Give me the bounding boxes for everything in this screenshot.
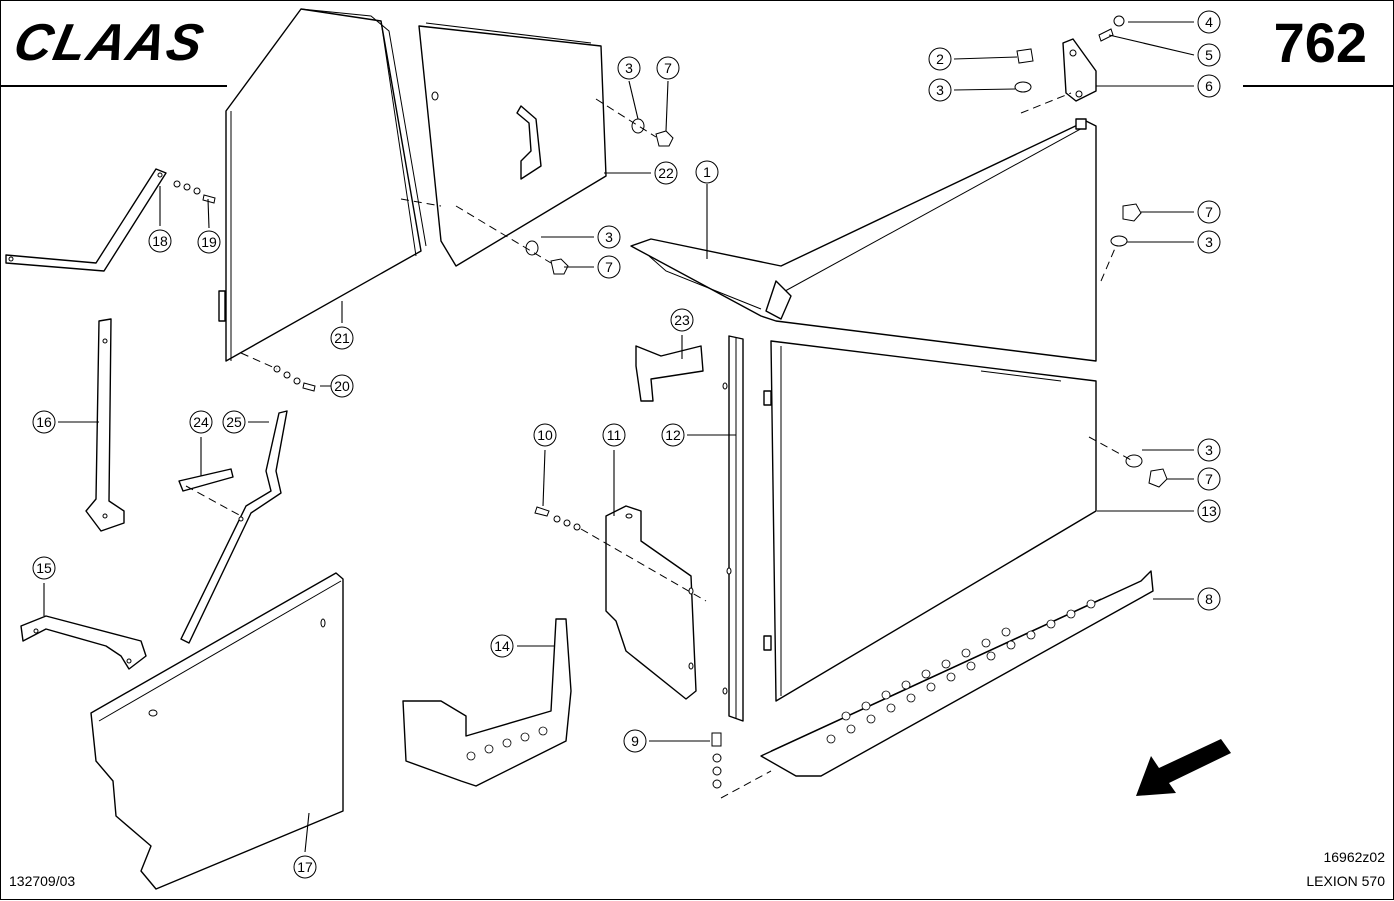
svg-text:4: 4: [1205, 14, 1213, 30]
svg-text:16: 16: [36, 414, 52, 430]
callout-15: 15: [32, 556, 56, 580]
svg-text:12: 12: [665, 427, 681, 443]
callout-13: 13: [1197, 499, 1221, 523]
callout-3: 3: [1197, 438, 1221, 462]
part-6-bracket: [1062, 38, 1097, 102]
callout-3: 3: [617, 56, 641, 80]
page-number: 762: [1273, 11, 1367, 74]
callout-7: 7: [1197, 467, 1221, 491]
svg-text:17: 17: [297, 859, 313, 875]
svg-text:7: 7: [1205, 204, 1213, 220]
svg-text:24: 24: [193, 414, 209, 430]
part-22-panel: [418, 22, 607, 267]
callout-19: 19: [197, 230, 221, 254]
svg-text:3: 3: [1205, 442, 1213, 458]
svg-text:10: 10: [537, 427, 553, 443]
svg-text:3: 3: [1205, 234, 1213, 250]
callout-14: 14: [490, 634, 514, 658]
svg-text:7: 7: [605, 259, 613, 275]
part-12-profile: [722, 335, 744, 722]
callout-22: 22: [654, 161, 678, 185]
callout-17: 17: [293, 855, 317, 879]
callout-25: 25: [222, 410, 246, 434]
svg-text:1: 1: [703, 164, 711, 180]
svg-text:18: 18: [152, 233, 168, 249]
footer-drawing-code: 16962z02: [1323, 849, 1385, 865]
svg-text:3: 3: [605, 229, 613, 245]
callout-12: 12: [661, 423, 685, 447]
svg-text:7: 7: [1205, 471, 1213, 487]
svg-text:2: 2: [936, 51, 944, 67]
part-21-panel: [218, 8, 427, 362]
svg-text:19: 19: [201, 234, 217, 250]
svg-text:3: 3: [625, 60, 633, 76]
svg-text:5: 5: [1205, 47, 1213, 63]
part-11-plate: [605, 505, 697, 700]
arrow-down-left-icon: [1136, 739, 1231, 796]
part-1-cover: [630, 118, 1097, 362]
fastener-hardware: [173, 15, 1168, 789]
svg-text:3: 3: [936, 82, 944, 98]
header-rule-left: [1, 85, 227, 87]
svg-text:21: 21: [334, 330, 350, 346]
header-rule-right: [1243, 85, 1394, 87]
callout-7: 7: [597, 255, 621, 279]
callout-8: 8: [1197, 587, 1221, 611]
callout-6: 6: [1197, 74, 1221, 98]
footer-left-code: 132709/03: [9, 873, 76, 889]
callout-1: 1: [695, 160, 719, 184]
callout-10: 10: [533, 423, 557, 447]
part-24-strut: [178, 468, 234, 492]
svg-text:14: 14: [494, 638, 510, 654]
part-14-step: [402, 618, 572, 787]
callout-24: 24: [189, 410, 213, 434]
callout-21: 21: [330, 326, 354, 350]
callout-23: 23: [670, 308, 694, 332]
callout-20: 20: [330, 374, 354, 398]
callout-9: 9: [623, 729, 647, 753]
callout-5: 5: [1197, 43, 1221, 67]
svg-text:22: 22: [658, 165, 674, 181]
svg-text:8: 8: [1205, 591, 1213, 607]
svg-text:25: 25: [226, 414, 242, 430]
callout-3: 3: [928, 78, 952, 102]
callout-18: 18: [148, 229, 172, 253]
callout-3: 3: [597, 225, 621, 249]
assembly-lines: [185, 92, 1134, 799]
callout-11: 11: [602, 423, 626, 447]
callouts: 1 2 3 3 3 3 3 4 5 6 7 7 7 7 8 9 10 11 12…: [32, 10, 1221, 879]
part-15-bracket: [20, 615, 147, 670]
part-18-rod: [5, 168, 167, 272]
callout-2: 2: [928, 47, 952, 71]
part-8-step: [760, 570, 1154, 777]
svg-text:9: 9: [631, 733, 639, 749]
svg-text:7: 7: [664, 60, 672, 76]
part-25-rod: [180, 410, 288, 644]
svg-text:23: 23: [674, 312, 690, 328]
part-23-bracket: [635, 345, 704, 402]
svg-text:13: 13: [1201, 503, 1217, 519]
callout-7: 7: [1197, 200, 1221, 224]
callout-16: 16: [32, 410, 56, 434]
callout-4: 4: [1197, 10, 1221, 34]
svg-text:6: 6: [1205, 78, 1213, 94]
svg-text:11: 11: [607, 427, 622, 443]
leader-lines: [43, 21, 1195, 853]
footer-model: LEXION 570: [1306, 873, 1385, 889]
svg-text:20: 20: [334, 378, 350, 394]
part-13-panel: [763, 340, 1097, 702]
part-17-panel: [90, 572, 344, 890]
callout-7: 7: [656, 56, 680, 80]
callout-3: 3: [1197, 230, 1221, 254]
svg-text:15: 15: [36, 560, 52, 576]
part-16-bracket: [85, 318, 125, 532]
